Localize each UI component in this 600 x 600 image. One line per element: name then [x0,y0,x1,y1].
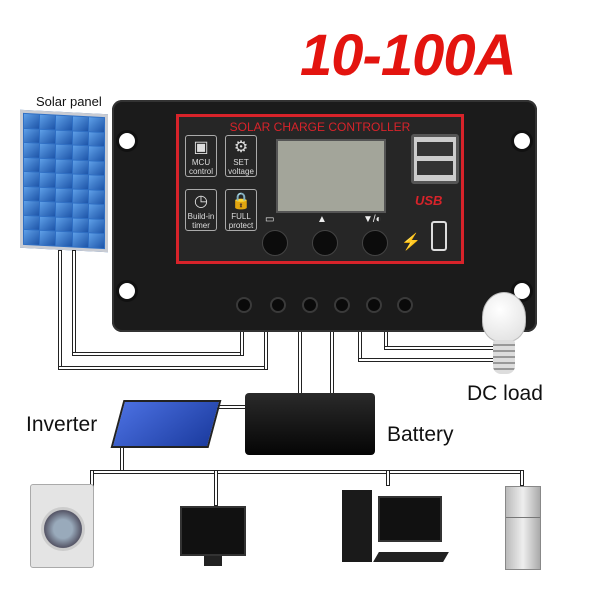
washing-machine-image [30,484,94,568]
wire [90,470,522,474]
terminal [366,297,382,313]
usb-label: USB [415,193,443,208]
inverter-label: Inverter [26,413,98,436]
solar-panel-image [20,109,108,253]
refrigerator-image [505,486,541,570]
clock-icon: ◷ [194,193,208,210]
monitor-image [180,506,246,556]
wire [386,470,390,486]
wire [58,366,268,370]
wire [520,470,524,486]
solar-panel-label: Solar panel [36,94,102,109]
battery-image [245,393,375,455]
terminal [236,297,252,313]
wire [384,346,498,350]
up-button[interactable] [312,230,338,256]
lcd-screen [276,139,386,213]
bulb-image [482,292,526,342]
chip-icon: ▣ [193,139,209,156]
wire [215,405,249,409]
mount-hole [116,280,138,302]
down-icon: ▼/◐ [363,214,382,225]
terminal [334,297,350,313]
terminal [302,297,318,313]
keyboard-image [373,552,449,562]
wire [214,470,218,506]
wire [358,358,498,362]
battery-label: Battery [387,423,454,446]
inverter-image [110,400,222,448]
up-icon: ▲ [317,214,327,225]
lock-icon: 🔒 [231,193,251,210]
wire [72,250,76,354]
menu-icon: ▭ [265,214,275,225]
menu-button[interactable] [262,230,288,256]
pc-tower-image [342,490,372,562]
product-title: 10-100A [300,23,516,88]
dc-load-label: DC load [467,382,543,405]
monitor-stand [204,556,222,566]
controller-title: SOLAR CHARGE CONTROLLER [229,120,411,134]
wire [58,250,62,368]
terminal [397,297,413,313]
wire [72,352,242,356]
usb-ports [411,134,459,184]
terminal [270,297,286,313]
mount-hole [116,130,138,152]
gear-icon: ⚙ [233,139,249,156]
down-button[interactable] [362,230,388,256]
bulb-base [493,340,515,374]
phone-icon [431,221,447,251]
bolt-icon: ⚡ [401,234,421,251]
mount-hole [511,130,533,152]
pc-monitor-image [378,496,442,542]
